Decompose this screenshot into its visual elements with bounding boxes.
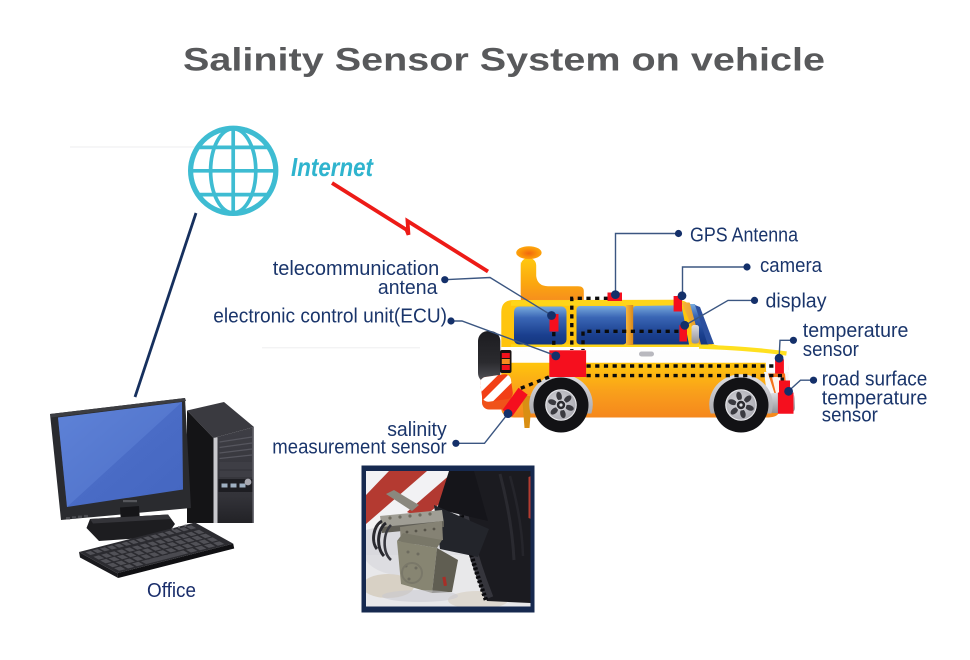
svg-text:temperature: temperature: [822, 388, 928, 410]
svg-text:Salinity Sensor System on vehi: Salinity Sensor System on vehicle: [183, 42, 825, 78]
svg-text:salinity: salinity: [387, 419, 447, 441]
svg-text:sensor: sensor: [822, 405, 878, 427]
svg-text:GPS Antenna: GPS Antenna: [690, 225, 799, 247]
svg-text:camera: camera: [760, 255, 823, 277]
svg-text:measurement sensor: measurement sensor: [272, 437, 447, 459]
svg-text:telecommunication: telecommunication: [273, 258, 440, 280]
svg-text:sensor: sensor: [803, 339, 859, 361]
svg-text:Internet: Internet: [291, 152, 374, 182]
svg-text:electronic control unit(ECU): electronic control unit(ECU): [213, 306, 447, 328]
svg-text:road surface: road surface: [822, 369, 928, 391]
svg-text:Office: Office: [147, 579, 196, 602]
svg-text:display: display: [766, 291, 827, 313]
svg-text:antena: antena: [378, 277, 438, 299]
svg-text:temperature: temperature: [803, 320, 909, 342]
